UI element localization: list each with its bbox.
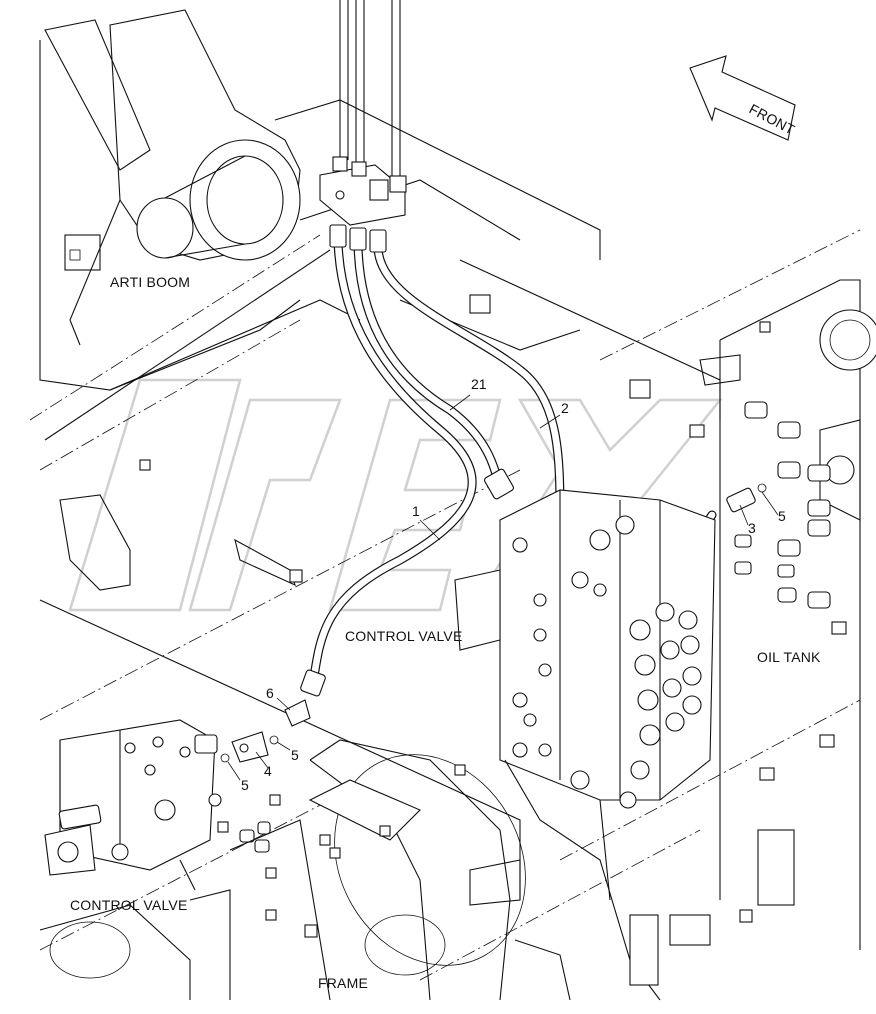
control-valve-lower-label: CONTROL VALVE: [70, 897, 187, 913]
oil-tank-label: OIL TANK: [757, 649, 821, 665]
hose-1: [307, 235, 477, 695]
frame-structure: [39, 739, 526, 1001]
fitting-part-6: [284, 699, 311, 727]
fitting-part-4: [220, 731, 279, 763]
oil-tank: [699, 279, 876, 950]
lower-control-valve: [44, 719, 222, 891]
hose-end-fittings: [300, 224, 514, 697]
callout-4: 4: [264, 763, 272, 779]
frame-label: FRAME: [318, 975, 368, 991]
valve-spools: [629, 602, 702, 780]
callout-1: 1: [412, 503, 420, 519]
front-direction-arrow: FRONT: [689, 55, 798, 141]
callout-21: 21: [471, 376, 487, 392]
arti-boom-label: ARTI BOOM: [110, 274, 190, 290]
hose-21: [353, 240, 505, 495]
main-control-valve: [454, 489, 716, 1001]
tank-port-row: [734, 401, 847, 781]
callout-2: 2: [561, 400, 569, 416]
control-valve-main-label: CONTROL VALVE: [345, 628, 462, 644]
callout-3: 3: [748, 520, 756, 536]
callout-5-left: 5: [241, 777, 249, 793]
callout-5-right: 5: [291, 747, 299, 763]
valve-bolts: [512, 537, 637, 809]
fitting-part-3: [726, 483, 767, 513]
manifold-block: [319, 156, 407, 226]
callout-5-tank: 5: [778, 508, 786, 524]
pilot-lines-top: [339, 0, 401, 180]
callout-6: 6: [266, 685, 274, 701]
callout-leaders: [227, 394, 779, 781]
arti-boom-structure: [39, 9, 361, 441]
centerlines: [29, 229, 861, 981]
lower-bolts: [217, 794, 281, 921]
